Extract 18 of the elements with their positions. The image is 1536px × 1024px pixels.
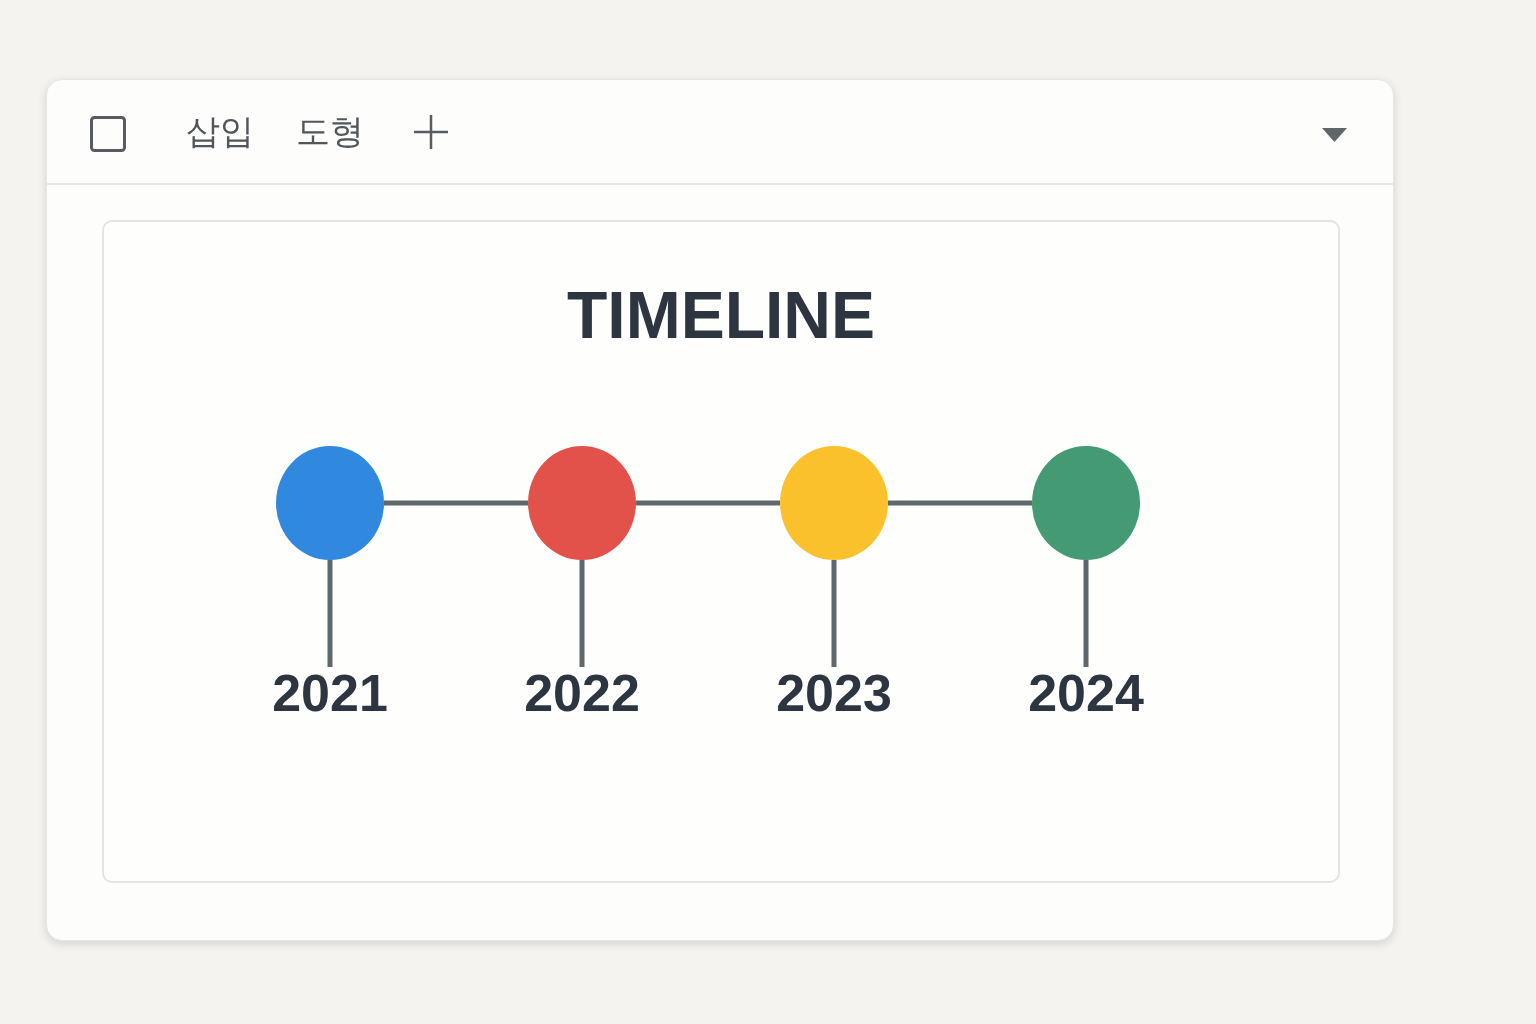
timeline-dot [1032, 446, 1140, 560]
timeline-dot [528, 446, 636, 560]
menu-item: 도형 [296, 114, 364, 148]
year-label: 2023 [776, 667, 892, 719]
leader-line [327, 560, 333, 667]
year-label: 2021 [272, 667, 388, 719]
menu-item: 삽입 [186, 114, 254, 148]
leader-line [1083, 560, 1089, 667]
year-label: 2024 [1028, 667, 1144, 719]
leader-line [579, 560, 585, 667]
timeline-line [636, 500, 780, 506]
year-label: 2022 [524, 667, 640, 719]
timeline-title: TIMELINE [567, 282, 875, 348]
leader-line [831, 560, 837, 667]
timeline-dot [780, 446, 888, 560]
timeline-dot [276, 446, 384, 560]
timeline-line [888, 500, 1032, 506]
timeline-line [384, 500, 528, 506]
